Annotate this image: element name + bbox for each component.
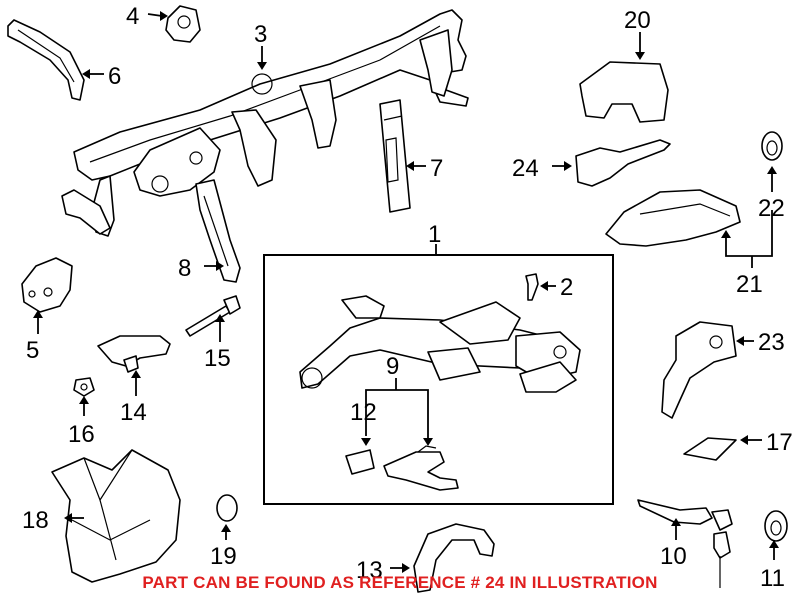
callout-19: 19 [210,543,237,570]
part-3-crossbeam [61,9,469,237]
callout-14: 14 [120,399,147,426]
part-6-bar [7,19,85,101]
part-14-handle [97,335,171,373]
callout-15: 15 [204,345,231,372]
part-20-cover [579,61,669,123]
callout-21: 21 [736,271,763,298]
part-17-clip [683,437,737,461]
callout-23: 23 [758,329,785,356]
part-19-ring [216,494,238,522]
callout-10: 10 [660,543,687,570]
part-22-washer [761,131,783,161]
callout-16: 16 [68,421,95,448]
callout-17: 17 [766,429,793,456]
part-23-lever [661,321,737,419]
callout-5: 5 [26,337,39,364]
part-15-bolt [185,295,241,337]
part-16-nut [73,377,95,397]
part-5-bracket [21,257,73,313]
part-10-lock-cylinder [637,499,733,588]
callout-8: 8 [178,255,191,282]
part-2-bolt [525,273,539,301]
callout-6: 6 [108,63,121,90]
part-13-bracket [413,523,495,593]
callout-numbers: 1 2 3 4 5 6 7 8 9 10 11 12 13 14 15 16 1… [22,3,793,592]
callout-4: 4 [126,3,139,30]
part-21-shroud [605,189,741,247]
part-9-shaft [383,445,459,491]
column-group-box [263,254,614,505]
part-24-switch [575,139,671,187]
part-4-bracket [165,5,201,43]
part-7-plate [379,99,411,213]
callout-13: 13 [356,557,383,584]
callout-1: 1 [428,221,441,248]
callout-7: 7 [430,155,443,182]
callout-22: 22 [758,195,785,222]
callout-20: 20 [624,7,651,34]
callout-3: 3 [254,21,267,48]
callout-9: 9 [386,353,399,380]
part-1-steering-column [299,295,581,393]
callout-11: 11 [760,565,785,592]
callout-24: 24 [512,155,539,182]
callout-12: 12 [350,399,377,426]
part-12-bushing [345,449,375,475]
leader-lines [33,11,779,573]
callout-2: 2 [560,274,573,301]
part-11-washer [764,510,788,542]
part-8-bracket [195,179,241,283]
callout-18: 18 [22,507,49,534]
part-18-cover [51,449,181,583]
reference-note: PART CAN BE FOUND AS REFERENCE # 24 IN I… [142,573,658,592]
